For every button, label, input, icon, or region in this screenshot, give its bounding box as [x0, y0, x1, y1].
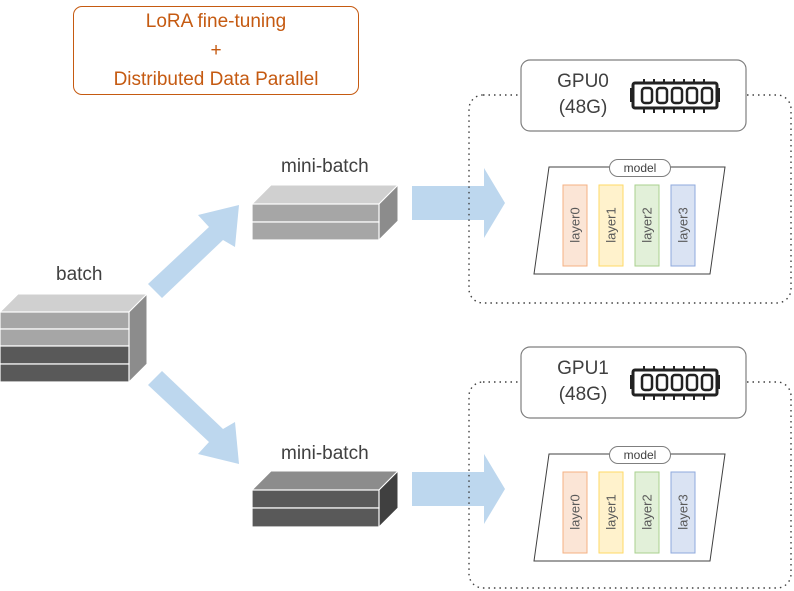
gpu1-layer3-label: layer3 [675, 494, 691, 530]
gpu1-layer0 [562, 471, 588, 554]
minibatch-top-label: mini-batch [281, 156, 369, 177]
gpu1-layer1-label: layer1 [603, 494, 619, 530]
gpu0-layer2-label: layer2 [639, 207, 655, 243]
batch-label: batch [56, 264, 103, 285]
split-arrow-up [148, 205, 239, 298]
split-arrow-down [148, 371, 239, 464]
memory-chip-icon [628, 364, 722, 402]
gpu1-model-tag: model [609, 446, 671, 464]
gpu0-layer3-label: layer3 [675, 207, 691, 243]
arrow-to-gpu1 [412, 454, 505, 524]
minibatch-bottom-stack [250, 469, 400, 529]
gpu0-layer1 [598, 184, 624, 267]
minibatch-bottom-label: mini-batch [281, 443, 369, 464]
gpu1-name: GPU1 [557, 358, 609, 379]
gpu0-layer0 [562, 184, 588, 267]
gpu1-layer0-label: layer0 [567, 494, 583, 530]
gpu0-layer1-label: layer1 [603, 207, 619, 243]
title-line2: + [210, 40, 222, 61]
gpu0-memory: (48G) [558, 97, 608, 118]
gpu0-model-tag: model [609, 159, 671, 177]
arrow-to-gpu0 [412, 168, 505, 238]
gpu0-layer0-label: layer0 [567, 207, 583, 243]
gpu1-memory: (48G) [558, 384, 608, 405]
gpu1-layer2-label: layer2 [639, 494, 655, 530]
gpu0-name: GPU0 [557, 71, 609, 92]
gpu0-label: GPU0 (48G) [543, 69, 623, 121]
title-box: LoRA fine-tuning + Distributed Data Para… [73, 6, 359, 95]
gpu1-layer3 [670, 471, 696, 554]
gpu1-layer2 [634, 471, 660, 554]
gpu0-layer3 [670, 184, 696, 267]
title-line1: LoRA fine-tuning [145, 11, 287, 32]
title-line3: Distributed Data Parallel [113, 69, 319, 90]
minibatch-top-stack [250, 183, 400, 242]
gpu0-layer2 [634, 184, 660, 267]
batch-stack [0, 292, 149, 384]
memory-chip-icon [628, 77, 722, 115]
gpu1-label: GPU1 (48G) [543, 356, 623, 408]
gpu1-layer1 [598, 471, 624, 554]
